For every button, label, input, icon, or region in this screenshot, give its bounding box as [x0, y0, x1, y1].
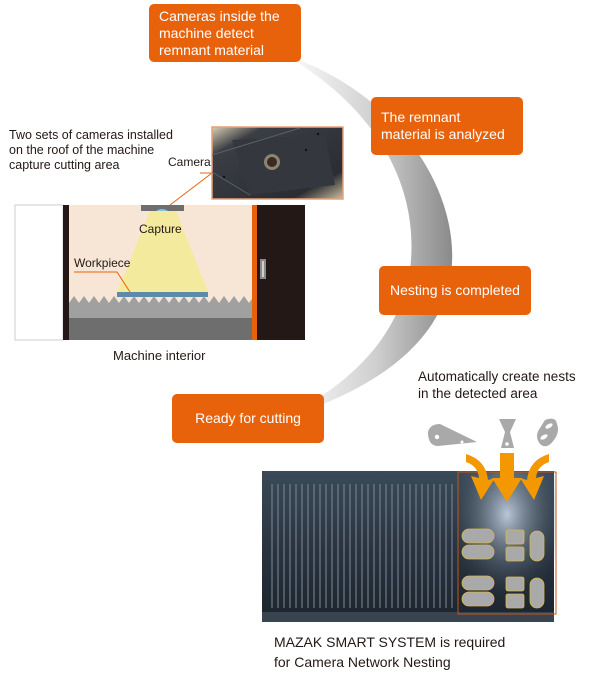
support-tooth	[79, 296, 89, 303]
support-tooth	[99, 296, 109, 303]
workpiece-label: Workpiece	[74, 256, 131, 270]
nested-bracket-part	[505, 546, 525, 562]
nested-link-part	[529, 577, 545, 609]
bowtie-part-icon	[499, 419, 516, 448]
nested-link-part	[529, 530, 545, 562]
step-detect: Cameras inside the machine detect remnan…	[149, 4, 301, 62]
auto-nest-note: Automatically create nests in the detect…	[418, 369, 576, 401]
support-tooth	[149, 296, 159, 303]
capture-label: Capture	[139, 222, 182, 236]
support-tooth	[189, 296, 199, 303]
part-icons	[428, 418, 558, 448]
nested-oval-part	[461, 575, 495, 591]
support-tooth	[169, 296, 179, 303]
step-detect-label: Cameras inside the machine detect remnan…	[159, 7, 280, 58]
support-tooth	[109, 296, 119, 303]
support-tooth	[239, 296, 249, 303]
step-ready: Ready for cutting	[172, 394, 324, 443]
support-tooth	[159, 296, 169, 303]
support-tooth	[229, 296, 239, 303]
nested-bracket-part	[505, 576, 525, 592]
camera-label: Camera	[168, 155, 211, 169]
down-arrow-icon	[492, 453, 522, 502]
nested-bracket-part	[505, 529, 525, 545]
curved-arrow-right-icon	[520, 454, 549, 500]
support-tooth	[199, 296, 209, 303]
step-analyze: The remnant material is analyzed	[371, 97, 523, 155]
nested-oval-part	[461, 591, 495, 607]
nested-oval-part	[461, 544, 495, 560]
step-analyze-label: The remnant material is analyzed	[381, 109, 505, 142]
nest-arrows	[466, 453, 549, 502]
support-tooth	[89, 296, 99, 303]
gear-part-icon	[537, 418, 558, 447]
support-tooth	[119, 296, 129, 303]
system-requirement-note: MAZAK SMART SYSTEM is required for Camer…	[274, 634, 506, 670]
curved-arrow-left-icon	[466, 454, 495, 500]
support-tooth	[179, 296, 189, 303]
step-nest-label: Nesting is completed	[390, 282, 520, 298]
support-tooth	[209, 296, 219, 303]
support-tooth	[219, 296, 229, 303]
support-tooth	[129, 296, 139, 303]
nested-oval-part	[461, 528, 495, 544]
machine-interior-illustration	[14, 172, 305, 341]
step-ready-label: Ready for cutting	[195, 410, 301, 426]
camera-install-note: Two sets of cameras installed on the roo…	[9, 128, 173, 172]
support-tooth	[69, 296, 79, 303]
triangular-part-icon	[428, 424, 477, 446]
camera-photo	[211, 126, 344, 200]
nested-bracket-part	[505, 593, 525, 609]
machine-interior-caption: Machine interior	[113, 348, 206, 363]
support-tooth	[139, 296, 149, 303]
step-nest: Nesting is completed	[379, 266, 531, 315]
